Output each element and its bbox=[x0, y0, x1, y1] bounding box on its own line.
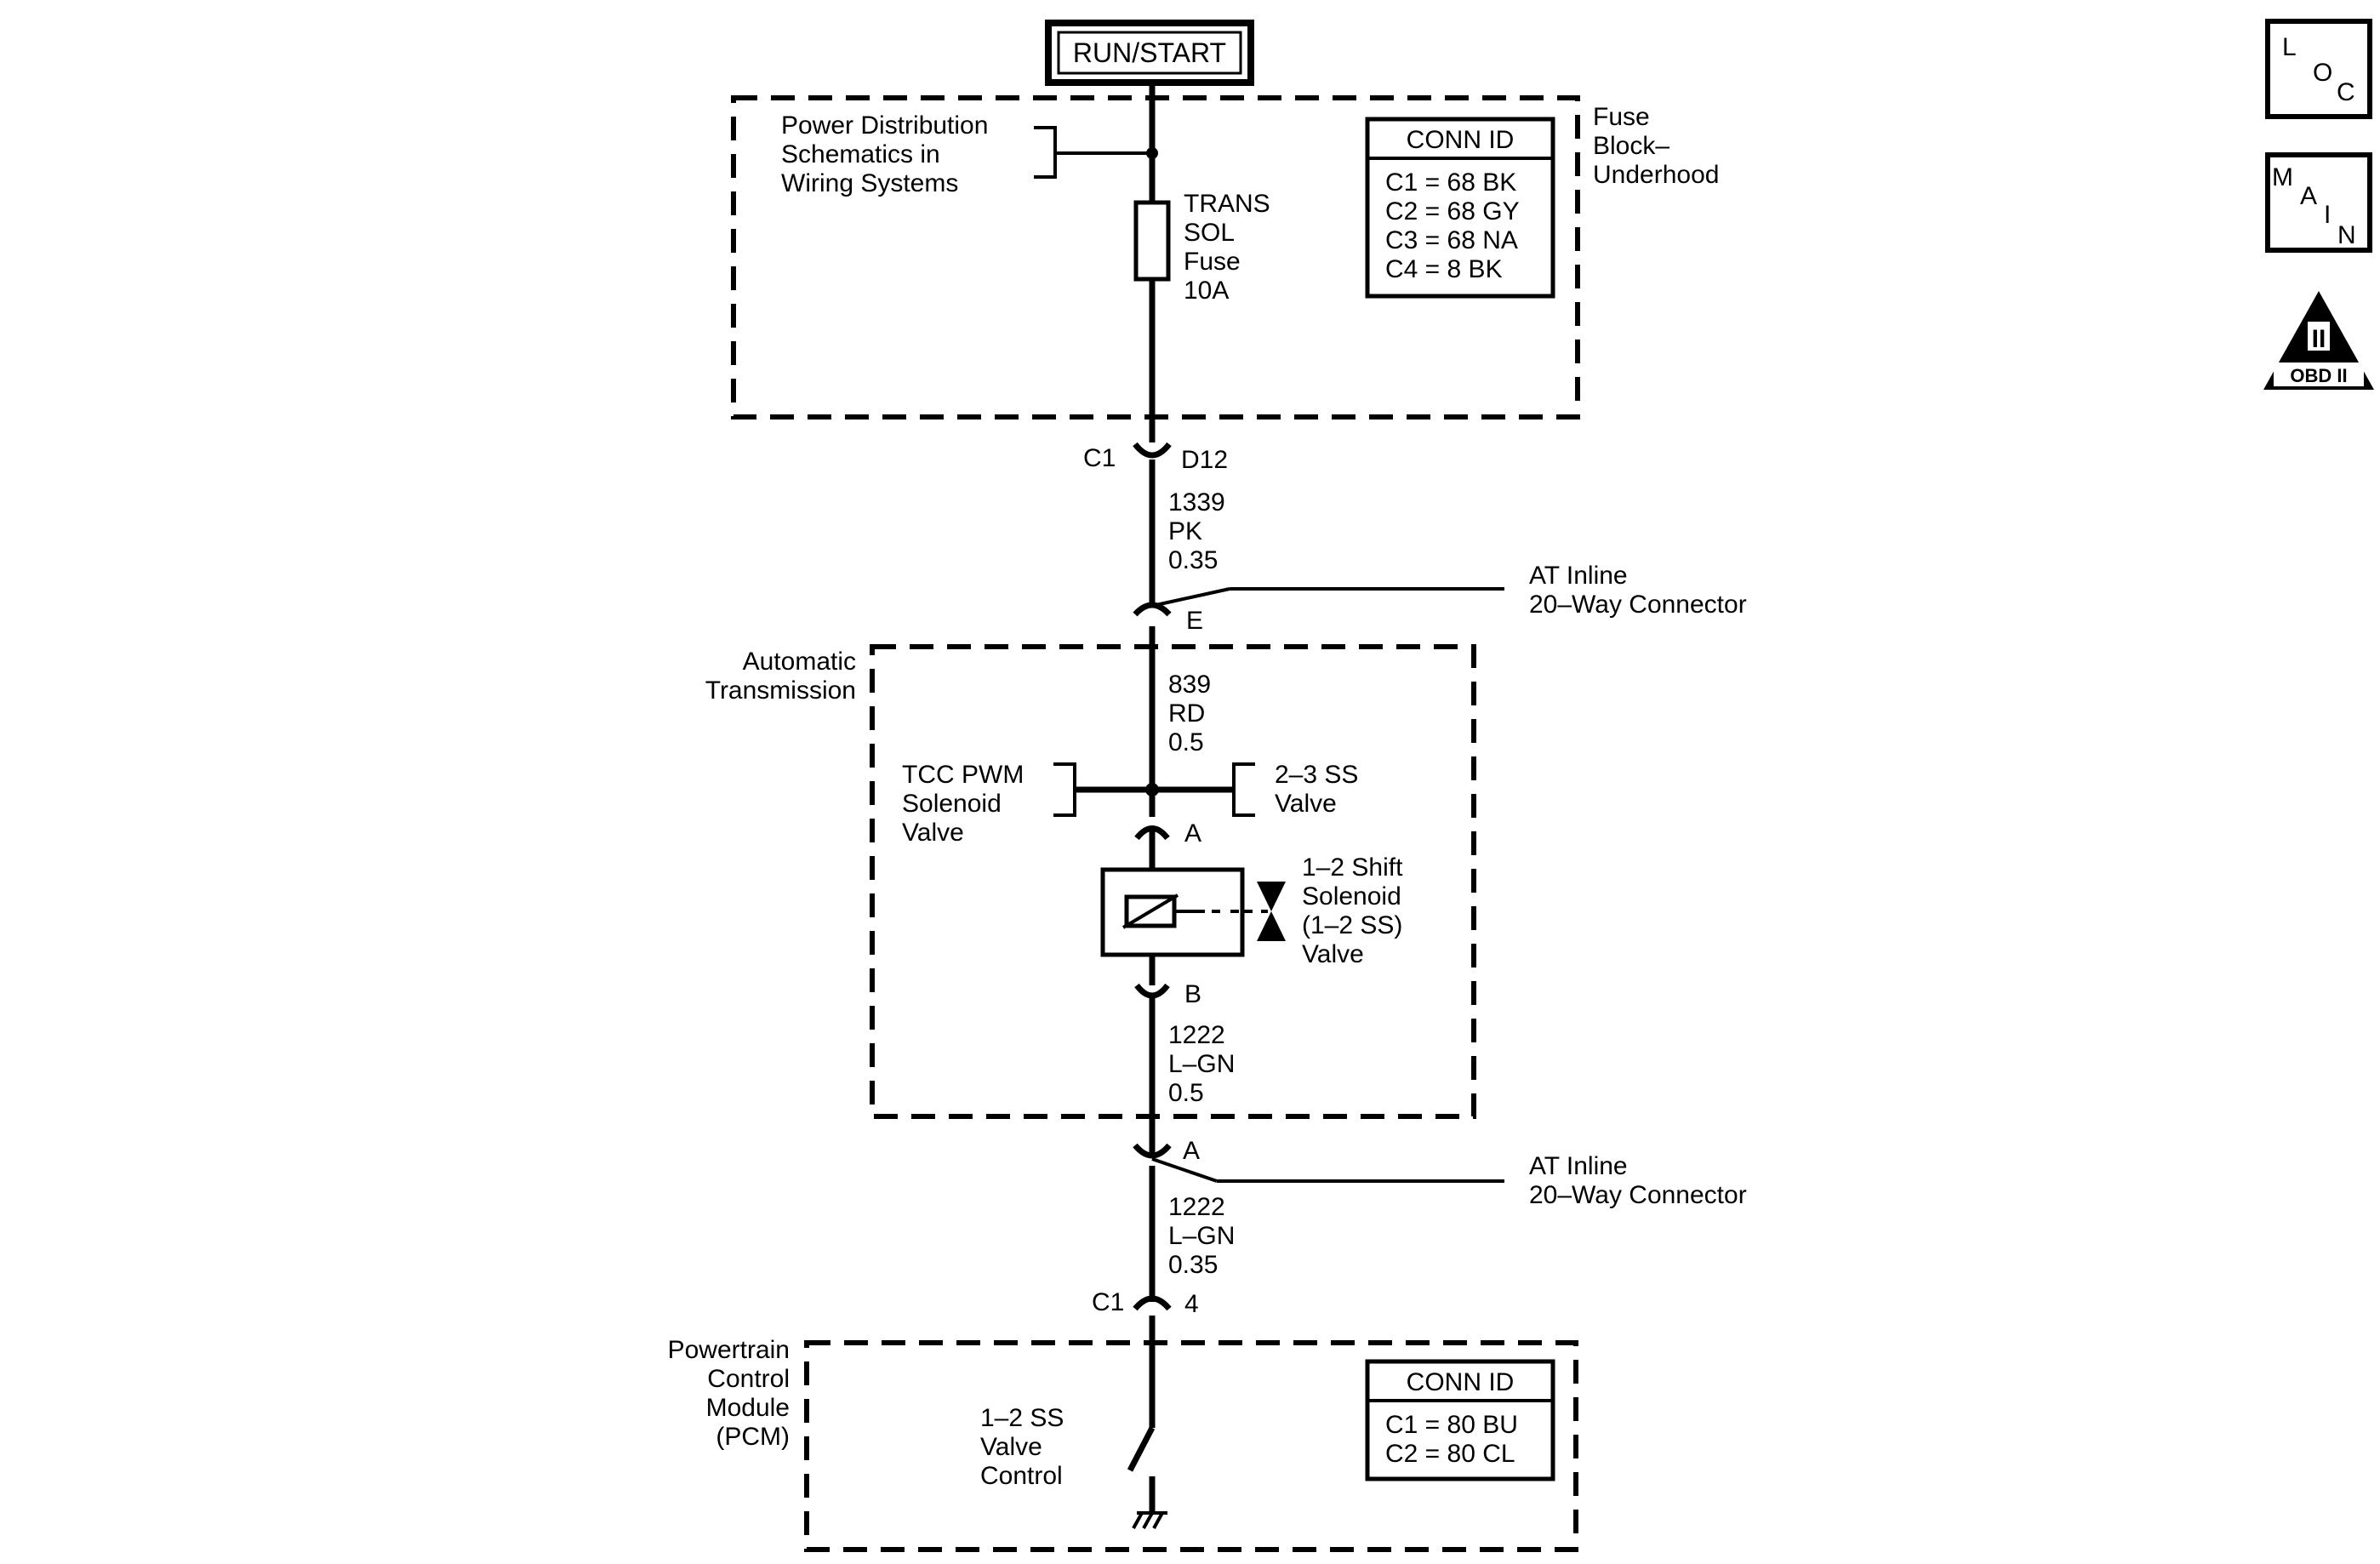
conn-id-top-line-2: C2 = 68 GY bbox=[1385, 197, 1520, 225]
ss23-label-1: 2–3 SS bbox=[1275, 761, 1358, 789]
pcm-switch-label-1: 1–2 SS bbox=[980, 1404, 1064, 1432]
wire3-color: L–GN bbox=[1168, 1050, 1235, 1078]
fuse-block-label-2: Block– bbox=[1593, 132, 1669, 160]
inline2-label-1: AT Inline bbox=[1529, 1152, 1628, 1180]
conn2-left: C1 bbox=[1092, 1288, 1124, 1316]
pcm-label-1: Powertrain bbox=[668, 1336, 790, 1364]
at-inline-connector-e: E AT Inline 20–Way Connector bbox=[1133, 562, 1747, 635]
at-inline-connector-a: A AT Inline 20–Way Connector bbox=[1133, 1137, 1747, 1209]
automatic-transmission-outline bbox=[870, 644, 1476, 1119]
obd-ii-text: OBD II bbox=[2290, 365, 2347, 386]
pcm-label-2: Control bbox=[707, 1365, 790, 1393]
tcc-label-2: Solenoid bbox=[902, 790, 1002, 818]
wire4-gauge: 0.35 bbox=[1168, 1251, 1218, 1279]
pcm-outline bbox=[804, 1340, 1578, 1552]
at-label-2: Transmission bbox=[705, 676, 856, 705]
main-icon-letter-m: M bbox=[2272, 163, 2293, 191]
run-start-box: RUN/START bbox=[1045, 20, 1254, 86]
connector-c1-4: C1 4 bbox=[1092, 1288, 1199, 1318]
pcm-low-side-driver bbox=[1127, 1316, 1167, 1529]
ss23-label-2: Valve bbox=[1275, 790, 1337, 818]
conn-id-top-title: CONN ID bbox=[1407, 126, 1515, 154]
inline1-label-1: AT Inline bbox=[1529, 562, 1628, 590]
wire4-circuit: 1222 bbox=[1168, 1193, 1225, 1221]
pdist-line-2: Schematics in bbox=[781, 140, 940, 168]
inline2-pin: A bbox=[1183, 1137, 1200, 1165]
wire1-gauge: 0.35 bbox=[1168, 546, 1218, 574]
trans-sol-fuse bbox=[1133, 200, 1171, 282]
sol12-label-2: Solenoid bbox=[1302, 882, 1401, 910]
pcm-label-3: Module bbox=[706, 1394, 790, 1422]
connector-c1-d12: C1 D12 bbox=[1083, 442, 1228, 474]
pcm-switch-label-2: Valve bbox=[980, 1433, 1042, 1461]
pcm-switch-label-3: Control bbox=[980, 1462, 1063, 1490]
conn-id-table-top: CONN ID C1 = 68 BK C2 = 68 GY C3 = 68 NA… bbox=[1365, 117, 1555, 299]
fuse-label-2: SOL bbox=[1184, 219, 1235, 247]
pin-a-terminal bbox=[1134, 825, 1170, 841]
wire4-color: L–GN bbox=[1168, 1222, 1235, 1250]
pin-b-label: B bbox=[1184, 980, 1201, 1008]
loc-icon[interactable]: L O C bbox=[2265, 19, 2372, 119]
pdist-line-3: Wiring Systems bbox=[781, 169, 958, 197]
solenoid-splice bbox=[1053, 762, 1255, 817]
tcc-label-3: Valve bbox=[902, 819, 964, 847]
main-icon-letter-n: N bbox=[2337, 221, 2356, 249]
obd-ii-icon[interactable]: II OBD II bbox=[2263, 291, 2374, 390]
pin-a-label: A bbox=[1184, 819, 1201, 848]
loc-icon-letter-o: O bbox=[2313, 59, 2332, 87]
main-icon-letter-i: I bbox=[2324, 201, 2331, 229]
tcc-label-1: TCC PWM bbox=[902, 761, 1024, 789]
wire2-gauge: 0.5 bbox=[1168, 728, 1204, 756]
conn-id-bottom-title: CONN ID bbox=[1407, 1368, 1515, 1396]
conn1-left: C1 bbox=[1083, 444, 1116, 472]
fuse-label-4: 10A bbox=[1184, 277, 1229, 305]
pcm-label-4: (PCM) bbox=[716, 1423, 790, 1451]
run-start-label: RUN/START bbox=[1073, 37, 1226, 68]
conn-id-top-line-4: C4 = 8 BK bbox=[1385, 255, 1503, 283]
at-label-1: Automatic bbox=[743, 648, 856, 676]
inline1-label-2: 20–Way Connector bbox=[1529, 591, 1747, 619]
pdist-line-1: Power Distribution bbox=[781, 111, 988, 140]
wire2-color: RD bbox=[1168, 699, 1205, 728]
conn-id-top-line-3: C3 = 68 NA bbox=[1385, 226, 1518, 254]
conn-id-table-bottom: CONN ID C1 = 80 BU C2 = 80 CL bbox=[1365, 1359, 1555, 1481]
wire3-gauge: 0.5 bbox=[1168, 1079, 1204, 1107]
fuse-block-label-3: Underhood bbox=[1593, 161, 1719, 189]
fuse-label-1: TRANS bbox=[1184, 190, 1270, 218]
sol12-label-4: Valve bbox=[1302, 940, 1364, 968]
sol12-label-3: (1–2 SS) bbox=[1302, 911, 1402, 939]
inline2-label-2: 20–Way Connector bbox=[1529, 1181, 1747, 1209]
wire2-circuit: 839 bbox=[1168, 671, 1211, 699]
shift-solenoid-1-2 bbox=[1100, 867, 1286, 957]
conn-id-top-line-1: C1 = 68 BK bbox=[1385, 168, 1516, 197]
conn-id-bottom-line-2: C2 = 80 CL bbox=[1385, 1440, 1515, 1468]
pin-b-terminal bbox=[1134, 983, 1170, 999]
main-icon[interactable]: M A I N bbox=[2265, 152, 2372, 253]
power-distribution-ref: Power Distribution Schematics in Wiring … bbox=[781, 111, 1158, 197]
inline1-pin: E bbox=[1186, 607, 1203, 635]
conn2-right: 4 bbox=[1184, 1290, 1199, 1318]
wire1-color: PK bbox=[1168, 517, 1202, 545]
conn1-right: D12 bbox=[1181, 446, 1228, 474]
fuse-block-outline bbox=[731, 95, 1580, 420]
fuse-block-label-1: Fuse bbox=[1593, 103, 1650, 131]
conn-id-bottom-line-1: C1 = 80 BU bbox=[1385, 1411, 1518, 1439]
wire1-circuit: 1339 bbox=[1168, 488, 1225, 517]
loc-icon-letter-l: L bbox=[2282, 33, 2297, 61]
wire3-circuit: 1222 bbox=[1168, 1021, 1225, 1049]
fuse-label-3: Fuse bbox=[1184, 248, 1241, 276]
loc-icon-letter-c: C bbox=[2337, 78, 2355, 106]
obd-ii-numeral: II bbox=[2312, 325, 2326, 353]
sol12-label-1: 1–2 Shift bbox=[1302, 853, 1403, 882]
main-icon-letter-a: A bbox=[2300, 182, 2317, 210]
